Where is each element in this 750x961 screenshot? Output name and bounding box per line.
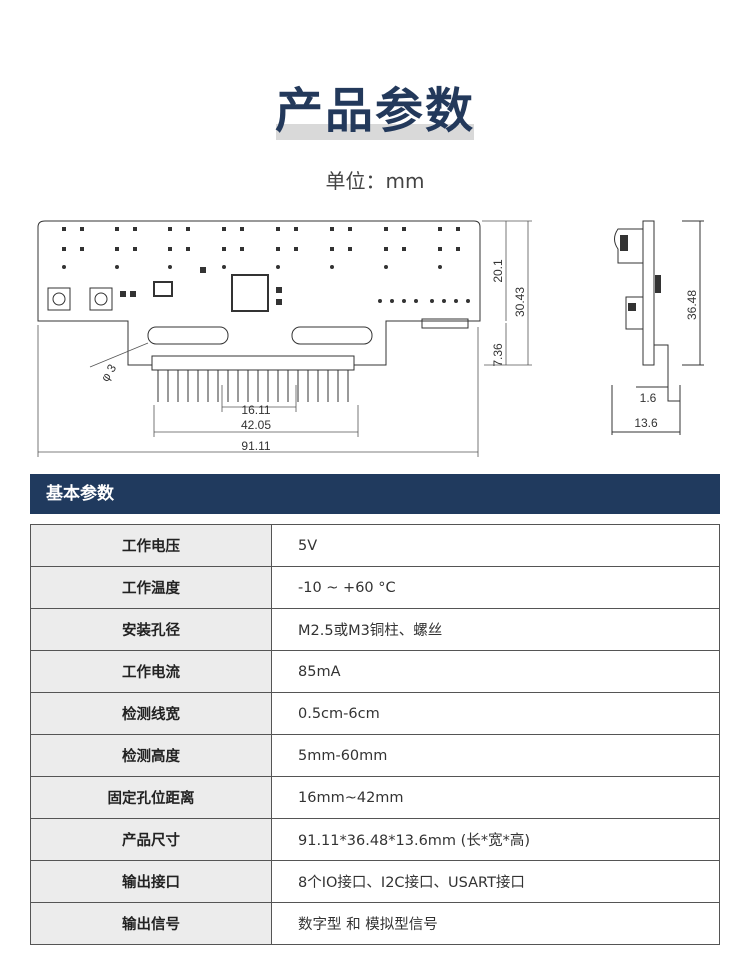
table-row: 输出信号数字型 和 模拟型信号 bbox=[30, 902, 720, 945]
section-header: 基本参数 bbox=[30, 474, 720, 514]
dim-13-6-label: 13.6 bbox=[634, 416, 658, 430]
pin-header bbox=[151, 355, 355, 402]
dim-36-48-label: 36.48 bbox=[685, 290, 699, 320]
param-value: M2.5或M3铜柱、螺丝 bbox=[271, 608, 720, 651]
dim-42-05-label: 42.05 bbox=[241, 418, 271, 432]
mount-slot-right bbox=[291, 326, 373, 345]
dim-91-11-label: 91.11 bbox=[241, 439, 270, 453]
param-value: 8个IO接口、I2C接口、USART接口 bbox=[271, 860, 720, 903]
param-key: 安装孔径 bbox=[30, 608, 272, 651]
dim-hole-label: φ 3 bbox=[98, 361, 119, 384]
param-value: 5mm-60mm bbox=[271, 734, 720, 777]
param-key: 输出信号 bbox=[30, 902, 272, 945]
param-key: 工作温度 bbox=[30, 566, 272, 609]
button-left bbox=[47, 287, 71, 311]
dim-1-6-label: 1.6 bbox=[640, 391, 657, 405]
dim-16-11-label: 16.11 bbox=[241, 403, 270, 417]
unit-label: 单位：mm bbox=[325, 169, 425, 193]
title-area: 产品参数 bbox=[0, 78, 750, 148]
side-view bbox=[611, 220, 704, 435]
param-value: 0.5cm-6cm bbox=[271, 692, 720, 735]
param-key: 检测线宽 bbox=[30, 692, 272, 735]
param-key: 检测高度 bbox=[30, 734, 272, 777]
mount-slot-left bbox=[147, 326, 229, 345]
param-value: 91.11*36.48*13.6mm (长*宽*高) bbox=[271, 818, 720, 861]
dimension-drawing: φ 3 16.11 42.05 91.11 20.1 30.43 7.36 36… bbox=[37, 220, 704, 457]
param-value: -10 ~ +60 °C bbox=[271, 566, 720, 609]
param-value: 85mA bbox=[271, 650, 720, 693]
title-underline bbox=[276, 124, 474, 140]
param-value: 16mm~42mm bbox=[271, 776, 720, 819]
param-value: 5V bbox=[271, 524, 720, 567]
param-key: 工作电压 bbox=[30, 524, 272, 567]
param-key: 产品尺寸 bbox=[30, 818, 272, 861]
ic-chip bbox=[231, 274, 269, 312]
param-key: 输出接口 bbox=[30, 860, 272, 903]
param-value: 数字型 和 模拟型信号 bbox=[271, 902, 720, 945]
board-outline bbox=[37, 220, 481, 366]
param-key: 工作电流 bbox=[30, 650, 272, 693]
table-row: 工作温度-10 ~ +60 °C bbox=[30, 566, 720, 609]
dim-20-1-label: 20.1 bbox=[491, 259, 505, 283]
button-right bbox=[89, 287, 113, 311]
param-key: 固定孔位距离 bbox=[30, 776, 272, 819]
dim-30-43-label: 30.43 bbox=[513, 287, 527, 317]
page-title: 产品参数 bbox=[274, 83, 475, 139]
dim-7-36-label: 7.36 bbox=[491, 343, 505, 367]
